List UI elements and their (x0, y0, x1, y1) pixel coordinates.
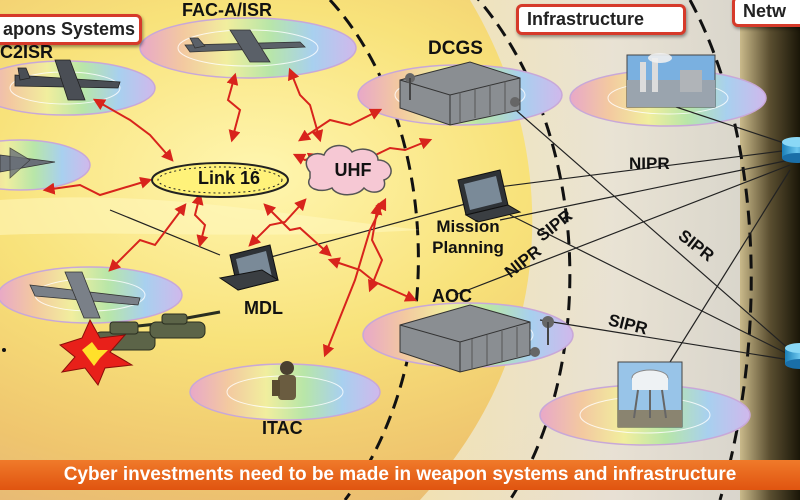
network-node-top-icon (782, 137, 800, 163)
c2isr-label: C2ISR (0, 42, 54, 62)
explosion-icon (58, 318, 134, 386)
network-zone (740, 0, 800, 500)
edge-marker (2, 348, 6, 352)
aoc-building-icon (399, 304, 554, 373)
c2isr-aircraft-icon (14, 59, 121, 101)
tanks-icon (94, 310, 221, 351)
link16-ring (151, 162, 289, 198)
fac-a-isr-label: FAC-A/ISR (182, 0, 272, 20)
itac-label: ITAC (262, 418, 303, 438)
mdl-label: MDL (244, 298, 283, 318)
dcgs-building-icon (399, 61, 521, 126)
weapons-systems-header: apons Systems (0, 14, 142, 45)
link16-label: Link 16 (197, 168, 261, 188)
mission-planning-laptop-icon (457, 169, 522, 223)
uhf-label: UHF (334, 160, 372, 180)
network-node-bottom-icon (785, 343, 800, 369)
rf-links (42, 67, 433, 358)
weapons-boundary (328, 0, 420, 500)
network-link-label: NIPR (629, 154, 670, 173)
fighter-left-icon (0, 147, 56, 179)
network-header: Netw (732, 0, 800, 27)
fac-aircraft-icon (184, 29, 306, 63)
infrastructure-header: Infrastructure (516, 4, 686, 35)
mdl-laptop-icon (218, 244, 280, 291)
uhf-cloud (305, 144, 392, 196)
caption-banner: Cyber investments need to be made in wea… (0, 460, 800, 490)
aoc-label: AOC (432, 286, 472, 306)
dcgs-label: DCGS (428, 38, 483, 59)
attack-aircraft-icon (29, 271, 141, 319)
mission-planning-label: Mission Planning (432, 217, 504, 257)
infrastructure-boundary (476, 0, 572, 500)
soldier-icon (272, 361, 296, 400)
power-plant-image (626, 53, 716, 108)
water-tower-image (617, 361, 683, 428)
